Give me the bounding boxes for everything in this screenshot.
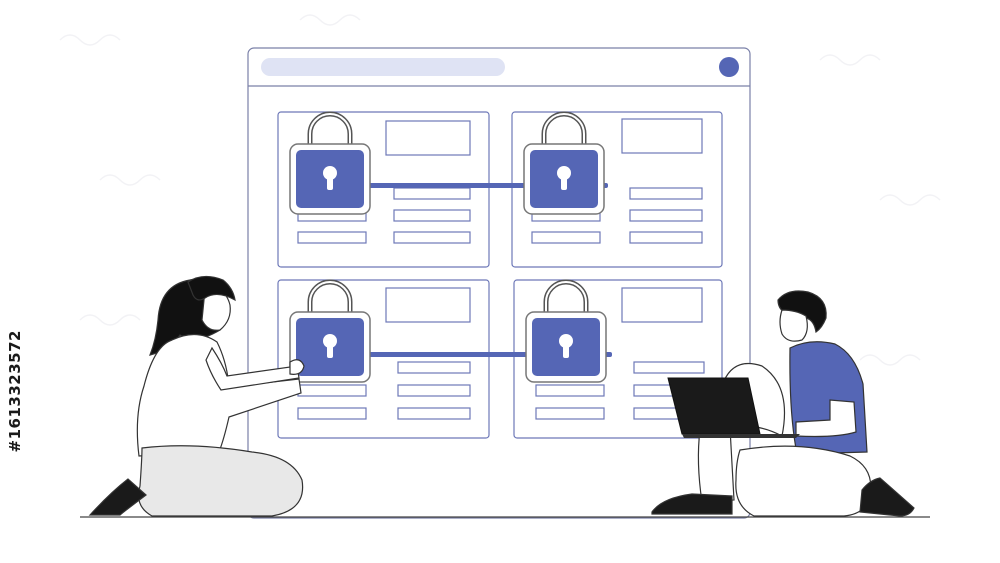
padlock-icon	[525, 279, 607, 383]
man-with-laptop	[651, 290, 915, 517]
padlock-icon	[289, 111, 371, 215]
browser-window	[247, 47, 751, 519]
panel-bottom-right	[513, 279, 723, 439]
padlock-icon	[289, 279, 371, 383]
address-bar	[261, 58, 505, 76]
padlock-icon	[523, 111, 605, 215]
woman-kneeling	[88, 275, 305, 517]
window-dot-icon	[719, 57, 739, 77]
panel-top-right	[511, 111, 723, 268]
laptop-icon	[667, 377, 800, 438]
